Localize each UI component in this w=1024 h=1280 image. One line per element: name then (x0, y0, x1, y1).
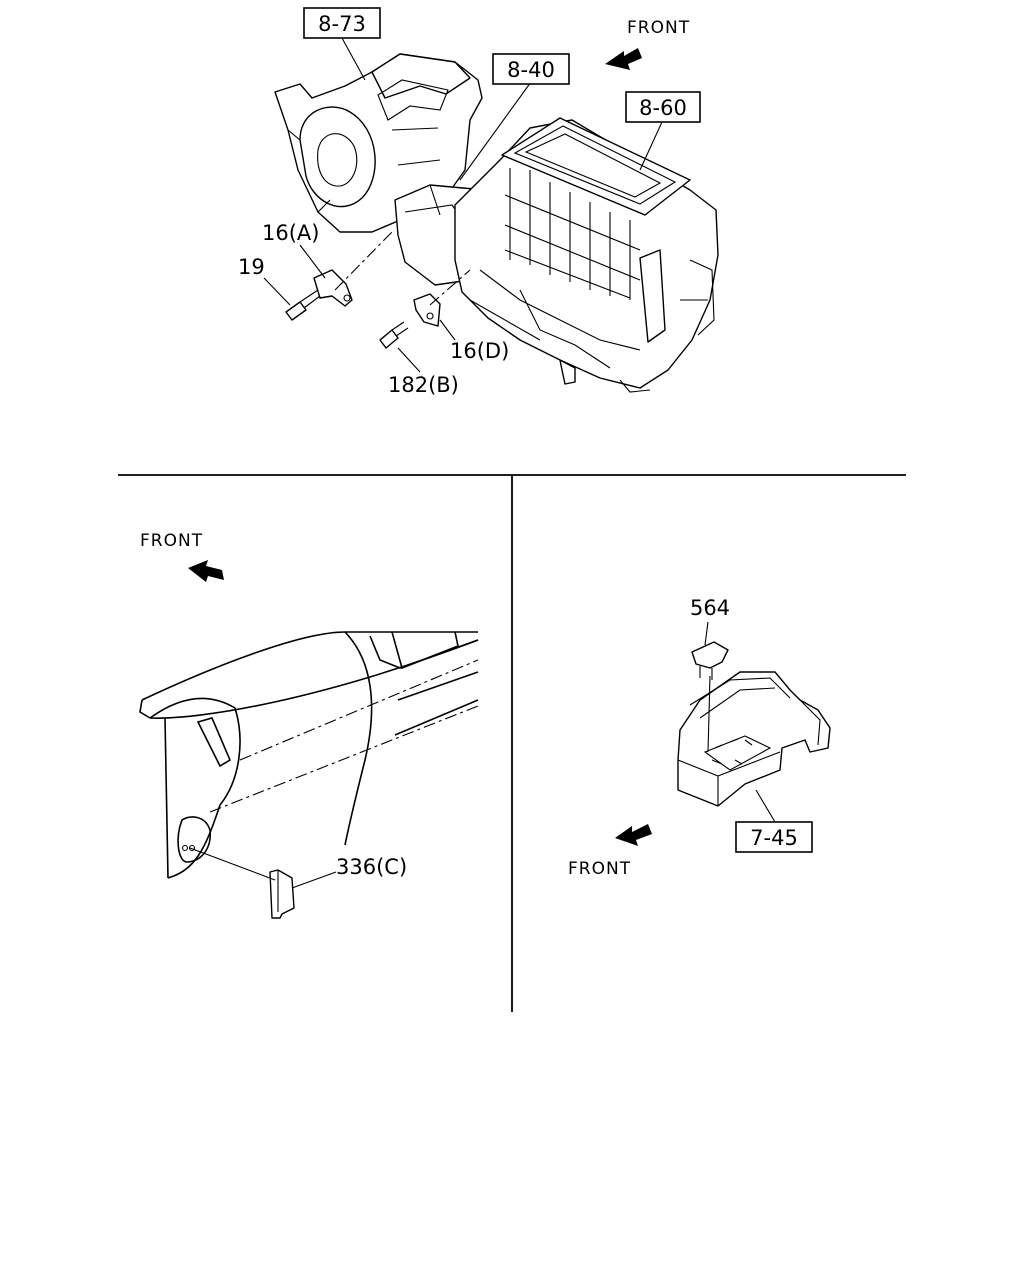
ref-label-7-45[interactable]: 7-45 (750, 826, 798, 850)
part-label-19[interactable]: 19 (238, 255, 265, 279)
ref-label-8-60[interactable]: 8-60 (639, 96, 687, 120)
part-label-182b[interactable]: 182(B) (388, 373, 459, 397)
front-label-top: FRONT (627, 18, 690, 38)
part-label-564[interactable]: 564 (690, 596, 730, 620)
console-drawing (677, 671, 831, 807)
front-arrow-icon (605, 48, 642, 70)
dashboard-drawing (139, 631, 479, 879)
front-arrow-icon-bottom-left (188, 560, 224, 582)
part-label-16d[interactable]: 16(D) (450, 339, 509, 363)
bracket-336c (269, 869, 295, 919)
part-label-336c[interactable]: 336(C) (336, 855, 407, 879)
part-label-16a[interactable]: 16(A) (262, 221, 319, 245)
ref-label-8-73[interactable]: 8-73 (318, 12, 366, 36)
screw-182b (379, 321, 409, 349)
ref-box-7-45[interactable] (735, 821, 813, 853)
bracket-16a (313, 269, 353, 307)
ref-box-8-73[interactable] (303, 7, 381, 39)
ref-box-8-40[interactable] (492, 53, 570, 85)
screw-19 (285, 289, 321, 321)
clip-16d (413, 293, 441, 327)
ref-box-8-60[interactable] (625, 91, 701, 123)
front-label-bottom-right: FRONT (568, 859, 631, 879)
ref-label-8-40[interactable]: 8-40 (507, 58, 555, 82)
hvac-unit-drawing (274, 53, 719, 393)
front-label-bottom-left: FRONT (140, 531, 203, 551)
front-arrow-icon-bottom-right (615, 824, 652, 846)
clip-564 (691, 641, 729, 680)
